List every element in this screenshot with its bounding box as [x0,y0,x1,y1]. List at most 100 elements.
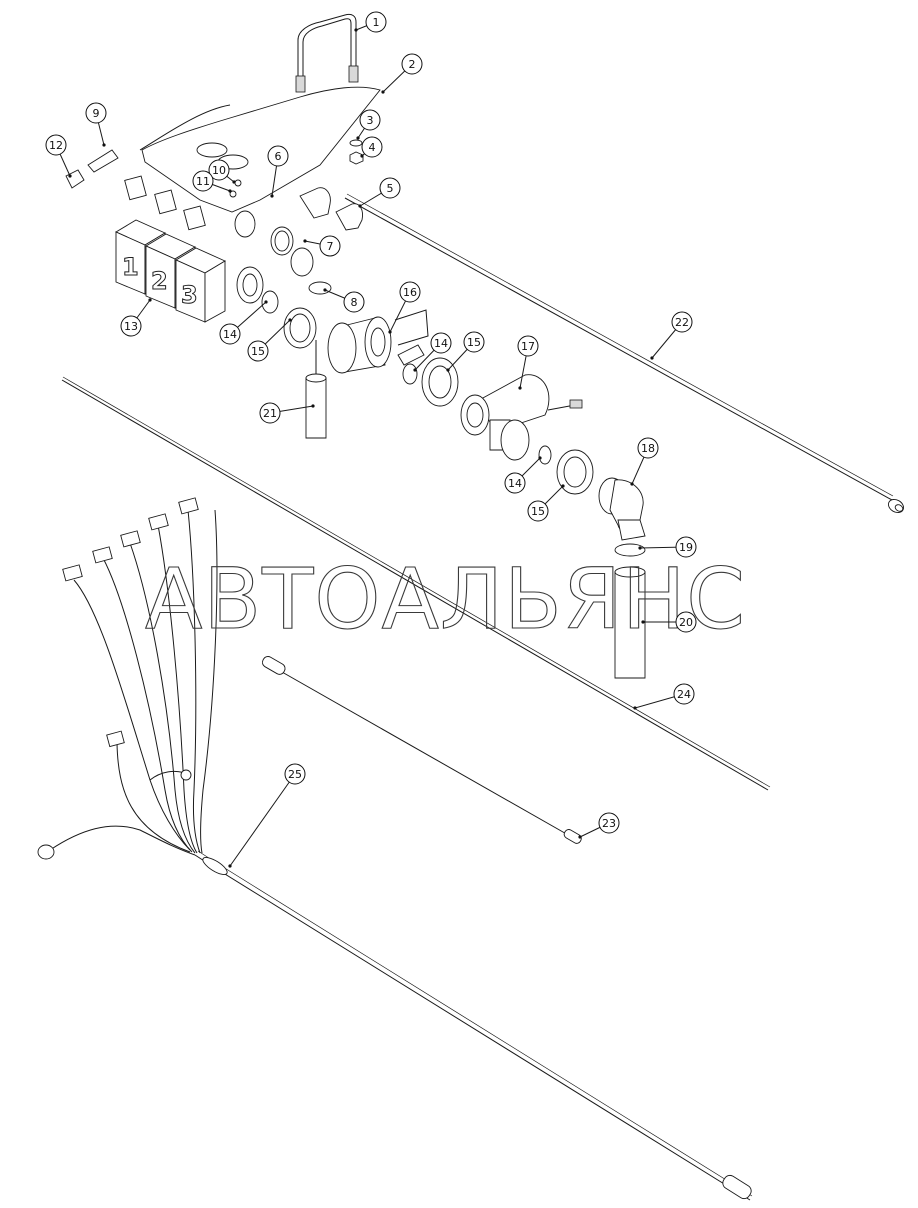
callout-12: 12 [45,134,72,178]
callout-7: 7 [303,235,341,257]
callout-number: 16 [403,286,417,299]
rod-22 [344,193,904,514]
callout-number: 12 [49,139,63,152]
callout-circle [463,331,485,353]
callout-leader [229,773,296,867]
callout-9: 9 [85,102,107,147]
callout-number: 11 [196,175,210,188]
callout-circle [365,11,387,33]
callout-number: 15 [467,336,481,349]
callout-arrow-tip [650,356,654,360]
callout-circle [637,437,659,459]
callout-arrow-tip [228,864,232,868]
callout-number: 8 [351,296,358,309]
callout-number: 18 [641,442,655,455]
callout-arrow-tip [102,143,106,147]
callout-3: 3 [356,109,381,140]
callout-arrow-tip [228,189,232,193]
callout-22: 22 [650,311,693,360]
callout-arrow-tip [270,194,274,198]
callout-circle [192,170,214,192]
callout-24: 24 [633,683,695,710]
callout-number: 4 [369,141,376,154]
callout-number: 24 [677,688,691,701]
callout-19: 19 [638,536,697,558]
callout-10: 10 [208,159,236,184]
callout-circle [673,683,695,705]
switch-blocks: 1 2 3 [115,175,226,323]
callout-arrow-tip [630,482,634,486]
callout-circle [219,323,241,345]
callout-arrow-tip [413,368,417,372]
callout-circle [284,763,306,785]
watermark: АВТОАЛЬЯНС [145,550,746,648]
callout-circle [208,159,230,181]
mounting-bracket [139,86,381,213]
callout-number: 21 [263,407,277,420]
callout-arrow-tip [358,204,362,208]
callout-number: 14 [434,337,448,350]
callout-arrow-tip [288,318,292,322]
callout-number: 19 [679,541,693,554]
callout-arrow-tip [356,136,360,140]
callout-circle [675,611,697,633]
callout-arrow-tip [303,239,307,243]
box-label-3: 3 [181,281,198,309]
callout-5: 5 [358,177,401,208]
callout-arrow-tip [388,330,392,334]
callout-16: 16 [388,281,421,334]
callout-number: 2 [409,58,416,71]
callout-number: 23 [602,817,616,830]
callout-circle [671,311,693,333]
callout-15: 15 [247,318,292,362]
callout-circle [598,812,620,834]
wiring-harness [37,509,753,1201]
callout-number: 10 [212,164,226,177]
box-label-1: 1 [122,253,139,281]
callout-15: 15 [527,484,565,522]
callout-number: 14 [223,328,237,341]
callout-circle [85,102,107,124]
callout-number: 15 [531,505,545,518]
callout-arrow-tip [518,386,522,390]
callout-circle [259,402,281,424]
callout-arrow-tip [264,300,268,304]
callout-1: 1 [354,11,387,33]
callout-21: 21 [259,402,315,424]
callout-number: 25 [288,768,302,781]
callout-number: 5 [387,182,394,195]
callout-14: 14 [413,332,452,372]
callout-circle [343,291,365,313]
callout-18: 18 [630,437,659,486]
box-label-2: 2 [151,267,168,295]
callout-arrow-tip [638,546,642,550]
callout-arrow-tip [633,706,637,710]
callout-2: 2 [381,53,423,94]
callout-number: 3 [367,114,374,127]
callout-25: 25 [228,763,306,868]
callout-6: 6 [267,145,289,198]
callout-4: 4 [360,136,383,158]
callout-17: 17 [517,335,539,390]
callout-arrow-tip [641,620,645,624]
callout-circle [45,134,67,156]
callout-circle [430,332,452,354]
callout-23: 23 [578,812,620,839]
callout-circle [399,281,421,303]
callout-circle [504,472,526,494]
callout-circle [379,177,401,199]
u-bolt [295,13,359,93]
callout-8: 8 [323,288,365,313]
callout-14: 14 [504,456,542,494]
callout-arrow-tip [538,456,542,460]
callout-arrow-tip [148,298,152,302]
callout-11: 11 [192,170,232,193]
callout-arrow-tip [578,835,582,839]
callout-circle [247,340,269,362]
callout-circle [359,109,381,131]
callout-number: 6 [275,150,282,163]
callout-arrow-tip [311,404,315,408]
callout-circle [361,136,383,158]
